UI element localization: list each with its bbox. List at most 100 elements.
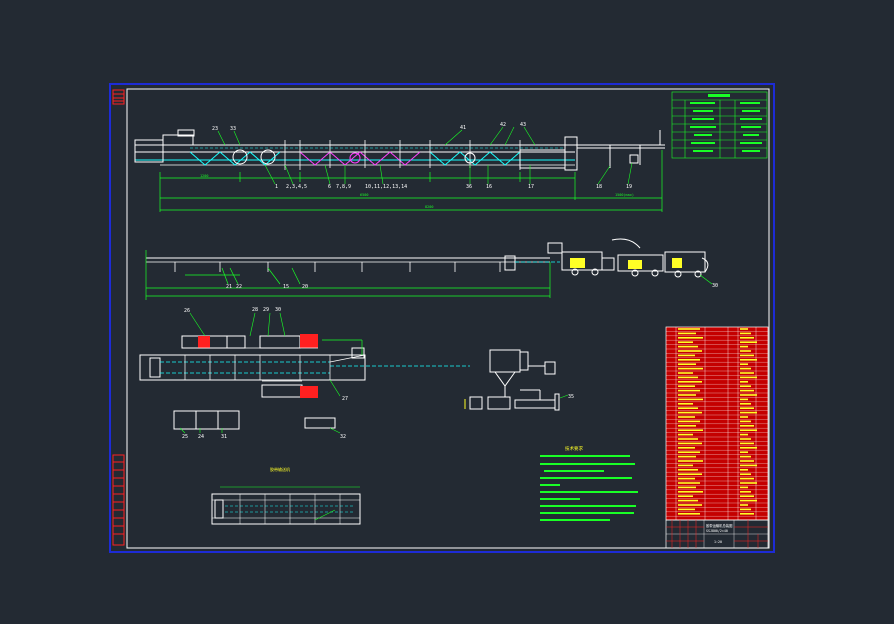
sheet-border <box>109 83 775 553</box>
parts-list-entry <box>678 328 700 330</box>
parts-list-entry <box>740 491 751 493</box>
drawing-model: SSJ800/2×40 <box>706 529 728 533</box>
callout-label: 2,3,4,5 <box>286 184 307 190</box>
parts-list-entry <box>678 447 695 449</box>
drawing-name: 胶带运输机总装图 <box>706 523 733 528</box>
callout-label: 41 <box>460 125 466 131</box>
parts-list-entry <box>740 464 757 467</box>
callout-label: 6 <box>328 184 331 190</box>
callout-label: 24 <box>198 434 204 440</box>
callout-label: 27 <box>342 396 348 402</box>
parts-list-entry <box>678 508 695 511</box>
parts-list-entry <box>678 398 703 401</box>
parts-list-entry <box>678 359 700 361</box>
parts-list-entry <box>678 341 693 343</box>
callout-label: 18 <box>596 184 602 190</box>
parts-list-entry <box>678 345 698 348</box>
callout-label: 7,8,9 <box>336 184 351 190</box>
parts-list-entry <box>678 416 695 418</box>
parts-list-entry <box>678 363 696 365</box>
parts-list-entry <box>678 438 698 440</box>
parts-list-entry <box>678 367 703 370</box>
callout-label: 26 <box>184 308 190 314</box>
drawing-scale: 1:20 <box>714 540 722 544</box>
parts-list-entry <box>740 482 757 484</box>
parts-list-entry <box>678 442 702 445</box>
parts-list-entry <box>740 403 751 405</box>
parts-list-entry <box>740 429 757 431</box>
parts-list-entry <box>678 486 696 489</box>
parts-list-entry <box>740 350 751 352</box>
parts-list-entry <box>740 367 751 370</box>
middle-elevation-view: 21 22 15 20 30 <box>145 238 718 300</box>
parts-list-entry <box>678 337 703 339</box>
parts-list-entry <box>740 455 751 458</box>
parts-list-entry <box>678 332 696 335</box>
callout-label: 36 <box>466 184 472 190</box>
callout-label: 19 <box>626 184 632 190</box>
parts-list-entry <box>740 508 751 511</box>
parts-list-entry <box>740 416 748 418</box>
svg-text:30: 30 <box>712 283 718 289</box>
parts-list-entry <box>678 376 698 379</box>
parts-list-entry <box>740 499 757 502</box>
drawing-frame <box>126 88 770 549</box>
parts-list-entry <box>678 451 700 453</box>
notes-title: 技术要求 <box>565 445 583 452</box>
callout-label: 25 <box>182 434 188 440</box>
parts-list-entry <box>740 411 757 414</box>
parts-list-entry <box>678 460 703 462</box>
parts-list-entry <box>678 389 700 392</box>
callout-label: 20 <box>302 284 308 290</box>
parts-list-entry <box>678 433 693 436</box>
parts-list-entry <box>740 504 748 506</box>
side-elevation-view: 23 33 41 42 43 1 2,3,4,5 6 7,8,9 10,11,1… <box>134 122 665 212</box>
parts-list-entry <box>678 381 702 383</box>
parts-list-table <box>665 326 769 521</box>
callout-label: 17 <box>528 184 534 190</box>
parts-list-entry <box>678 473 702 475</box>
parts-list-entry <box>678 477 695 480</box>
parts-list-entry <box>740 477 754 480</box>
parts-list-entry <box>740 398 748 401</box>
parts-list-entry <box>740 495 754 497</box>
callout-label: 21 <box>226 284 232 290</box>
dimension-label: 6500 <box>360 193 368 197</box>
parts-list-entry <box>678 504 702 506</box>
parts-list-entry <box>678 495 693 497</box>
parts-list-entry <box>740 442 754 445</box>
parts-list-entry <box>678 513 700 515</box>
title-block: 胶带运输机总装图 SSJ800/2×40 1:20 <box>665 519 769 549</box>
parts-list-entry <box>740 469 748 471</box>
parts-list-entry <box>678 420 700 423</box>
dimension-label: 1200 <box>200 174 208 178</box>
lower-section-view: 胶带输送机 <box>211 466 361 525</box>
callout-label: 42 <box>500 122 506 128</box>
parts-list-entry <box>740 473 751 475</box>
parts-list-entry <box>740 513 754 515</box>
callout-label: 1 <box>275 184 278 190</box>
callout-label: 31 <box>221 434 227 440</box>
parts-list-entry <box>740 460 754 462</box>
callout-label: 22 <box>236 284 242 290</box>
callout-label: 10,11,12,13,14 <box>365 184 407 190</box>
callout-label: 33 <box>230 126 236 132</box>
callout-label: 30 <box>275 307 281 313</box>
callout-label: 32 <box>340 434 346 440</box>
parts-list-entry <box>678 407 698 409</box>
left-margin-blocks <box>112 89 125 546</box>
parts-list-entry <box>678 455 696 458</box>
parts-list-entry <box>740 359 757 361</box>
parts-list-entry <box>740 486 748 489</box>
callout-label: 28 <box>252 307 258 313</box>
parts-list-entry <box>740 332 751 335</box>
head-end-detail-view: 35 <box>464 349 574 411</box>
svg-text:35: 35 <box>568 394 574 400</box>
callout-label: 29 <box>263 307 269 313</box>
parts-list-entry <box>740 407 754 409</box>
callout-label: 23 <box>212 126 218 132</box>
parts-list-entry <box>740 394 757 396</box>
callout-label: 16 <box>486 184 492 190</box>
parts-list-entry <box>740 363 748 365</box>
